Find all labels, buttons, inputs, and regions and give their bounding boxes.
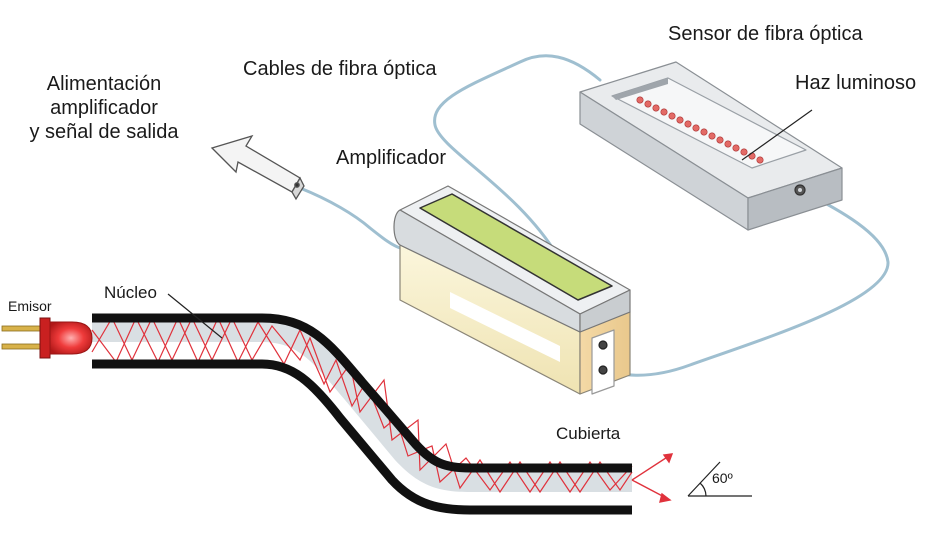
emitter-label: Emisor xyxy=(8,298,52,314)
fiber-core-illustration xyxy=(91,313,633,515)
power-signal-label: Alimentación amplificador y señal de sal… xyxy=(29,73,179,143)
amplifier-label-area xyxy=(450,292,560,362)
amp-port-bottom-icon xyxy=(598,365,608,375)
angle-indicator-icon xyxy=(687,461,752,497)
exit-rays xyxy=(631,453,674,503)
output-arrow-icon xyxy=(210,134,305,201)
amplifier-label: Amplificador xyxy=(336,147,447,169)
cables-label: Cables de fibra óptica xyxy=(243,58,437,80)
nucleo-pointer-line xyxy=(167,293,223,339)
sensor-label: Sensor de fibra óptica xyxy=(668,23,863,45)
core-label: Núcleo xyxy=(104,283,157,302)
light-beam-label: Haz luminoso xyxy=(795,72,917,94)
fiber-cladding-bottom xyxy=(92,359,632,515)
amplifier xyxy=(393,185,631,395)
fiber-optic-sensor xyxy=(579,61,843,231)
cable-sensor-to-amp-bottom xyxy=(610,188,890,377)
sensor-side xyxy=(747,167,843,231)
amp-port-top-icon xyxy=(598,340,608,350)
amplifier-display xyxy=(419,193,613,301)
beam-pointer-line xyxy=(741,109,813,161)
sensor-slot xyxy=(611,77,807,169)
cladding-label: Cubierta xyxy=(556,424,621,443)
amplifier-cover-lip xyxy=(393,209,581,333)
light-beam xyxy=(636,96,764,164)
cable-amp-to-output xyxy=(298,186,402,250)
amplifier-connector-panel xyxy=(591,329,615,395)
angle-label: 60º xyxy=(712,470,733,486)
led-emitter xyxy=(1,317,93,359)
fiber-cladding-top xyxy=(92,313,632,473)
